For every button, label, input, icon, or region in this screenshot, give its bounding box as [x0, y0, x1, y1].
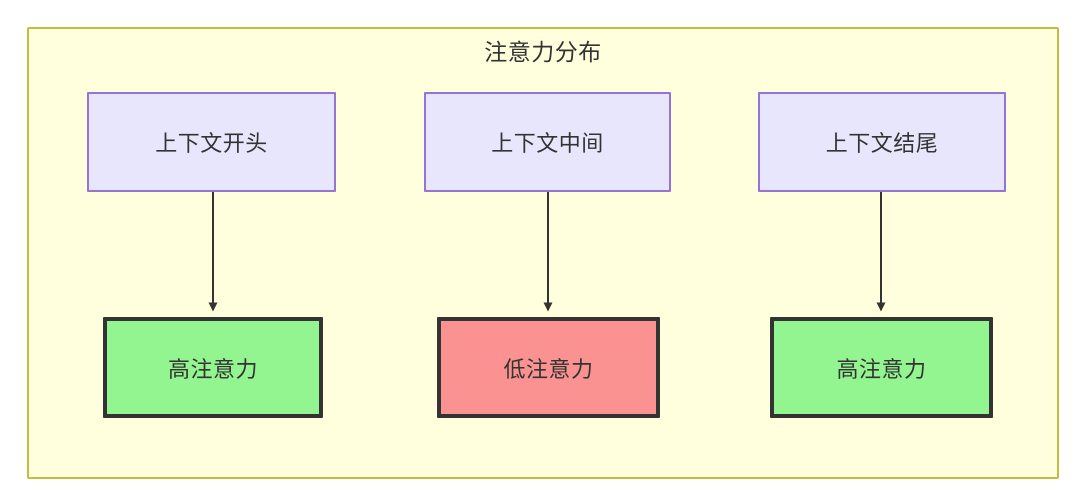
node-context-end[interactable]: 上下文结尾: [758, 92, 1006, 192]
node-context-start-label: 上下文开头: [155, 132, 268, 157]
node-context-end-label: 上下文结尾: [825, 132, 939, 157]
node-context-start[interactable]: 上下文开头: [87, 92, 336, 192]
node-high-attention-start-label: 高注意力: [167, 357, 258, 383]
node-low-attention-middle[interactable]: 低注意力: [437, 317, 660, 418]
node-context-middle[interactable]: 上下文中间: [424, 92, 671, 192]
node-high-attention-end[interactable]: 高注意力: [770, 317, 993, 418]
diagram-title: 注意力分布: [484, 40, 602, 66]
node-high-attention-start[interactable]: 高注意力: [103, 317, 323, 418]
node-high-attention-end-label: 高注意力: [836, 357, 927, 383]
node-context-middle-label: 上下文中间: [491, 132, 604, 157]
node-low-attention-middle-label: 低注意力: [503, 357, 594, 383]
